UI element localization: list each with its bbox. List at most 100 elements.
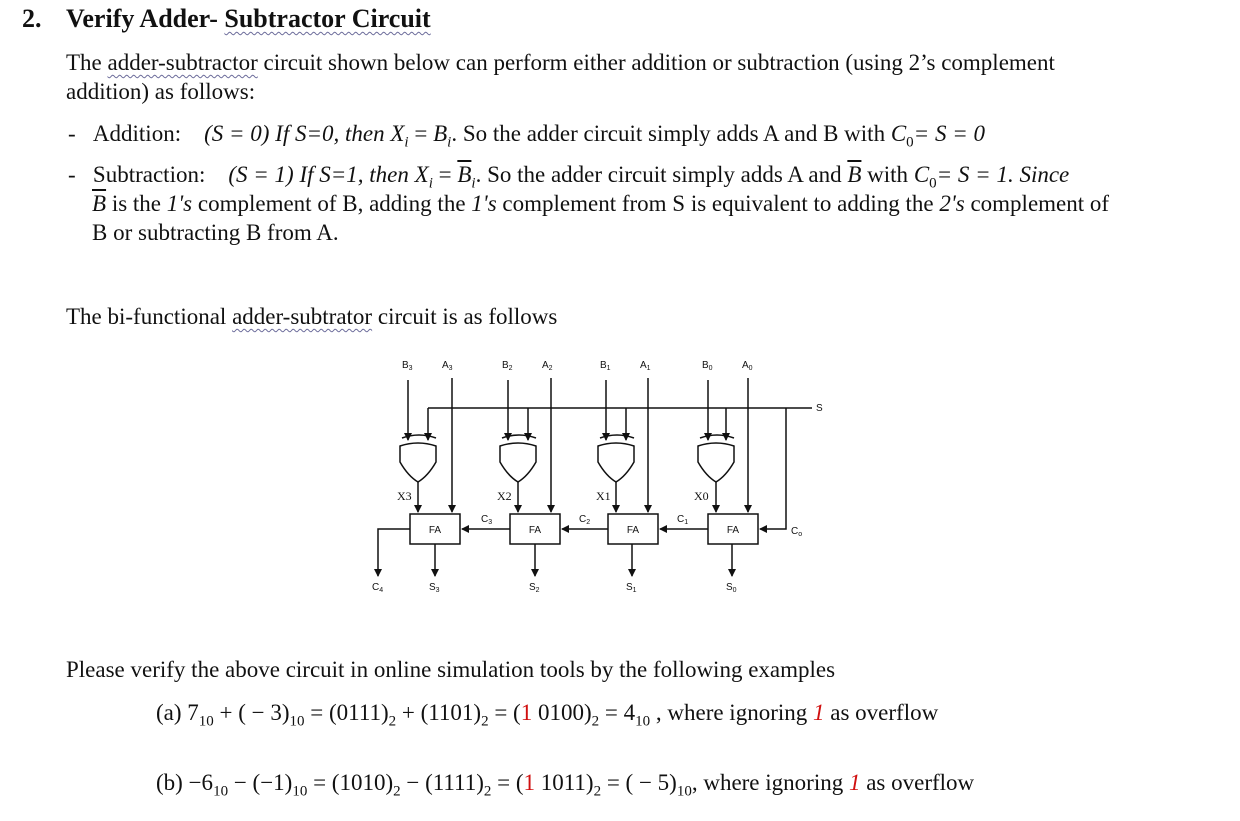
overflow-note-digit: 1 (848, 770, 861, 795)
bullet-label: Subtraction: (92, 162, 206, 187)
sub-i: i (428, 175, 433, 192)
s-control-label: S (816, 403, 823, 414)
var-b-bar: B (457, 162, 472, 187)
var-c: C (890, 121, 907, 146)
sum-s2: S2 (529, 582, 540, 594)
var-b: B (433, 121, 448, 146)
x0-label: X0 (694, 489, 709, 503)
math: 0100) (532, 700, 592, 725)
example-text: , where ignoring (655, 700, 814, 725)
sub-i: i (471, 175, 476, 192)
bullet-tail: = S = 0 (913, 121, 985, 146)
math: + ( − 3) (213, 700, 290, 725)
xor-back-curve (501, 434, 537, 439)
var-b-bar: B (847, 162, 862, 187)
base-sub: 2 (481, 713, 489, 730)
overflow-note-digit: 1 (813, 700, 825, 725)
bullet-text: . So the adder circuit simply adds A and (475, 162, 842, 187)
math: 1011) (535, 770, 594, 795)
xor-gate-1 (597, 442, 635, 483)
intro-text: The (66, 50, 108, 75)
sum-s0: S0 (726, 582, 737, 594)
bullet-text: complement of B, adding the (192, 191, 472, 216)
bullet-condition: (S = 1) If S=1, then (228, 162, 409, 187)
math: = ( (488, 700, 521, 725)
bullet-subtraction: - Subtraction: (S = 1) If S=1, then Xi =… (68, 160, 1109, 247)
math: − (−1) (228, 770, 293, 795)
input-b0: B0 (702, 360, 713, 372)
equals: = (408, 121, 434, 146)
example-a: (a) 710 + ( − 3)10 = (0111)2 + (1101)2 =… (156, 698, 939, 730)
xor-back-curve (401, 434, 437, 439)
base-sub: 2 (388, 713, 397, 730)
var-x: X (414, 162, 429, 187)
base-sub: 2 (591, 713, 600, 730)
input-a2: A2 (542, 360, 553, 372)
carry-c1: C1 (677, 514, 688, 526)
intro-line-2: addition) as follows: (66, 79, 256, 104)
ones-complement: 1's (471, 191, 497, 216)
fa-label: FA (529, 525, 542, 536)
ones-complement: 1's (166, 191, 193, 216)
example-text: as overflow (824, 700, 939, 725)
bullet-tail: = S = 1. Since (936, 162, 1070, 187)
carry-c4: C4 (372, 582, 383, 594)
base-sub: 10 (213, 783, 229, 800)
intro-underlined-term: adder-subtractor (107, 50, 258, 75)
xor-gate-3 (399, 442, 437, 483)
xor-gate-2 (499, 442, 537, 483)
circuit-intro-text: circuit is as follows (372, 304, 558, 329)
bullet-dash: - (68, 162, 76, 187)
math: = ( (491, 770, 524, 795)
bullet-text: complement of (964, 191, 1110, 216)
sum-s3: S3 (429, 582, 440, 594)
base-sub: 10 (635, 713, 651, 730)
c0-wire (759, 408, 787, 533)
math: 4 (623, 700, 636, 725)
equals: = (432, 162, 458, 187)
x3-label: X3 (397, 489, 412, 503)
math: 7 (187, 700, 199, 725)
full-adder-0 (707, 513, 759, 545)
carry-c3: C3 (481, 514, 492, 526)
example-text: as overflow (860, 770, 975, 795)
input-a3: A3 (442, 360, 453, 372)
example-b: (b) −610 − (−1)10 = (1010)2 − (1111)2 = … (156, 768, 975, 800)
section-title-a: Verify Adder- (66, 4, 225, 33)
bullet-text: . So the adder circuit simply adds A and… (451, 121, 886, 146)
base-sub: 10 (676, 783, 692, 800)
circuit-intro-text: The bi-functional (66, 304, 233, 329)
input-a0: A0 (742, 360, 753, 372)
base-sub: 10 (198, 713, 214, 730)
input-a1: A1 (640, 360, 651, 372)
bullet-text: with (867, 162, 909, 187)
bullet-text: is the (106, 191, 167, 216)
x2-label: X2 (497, 489, 512, 503)
bullet-addition: - Addition: (S = 0) If S=0, then Xi = Bi… (68, 119, 985, 150)
math: = (599, 700, 624, 725)
bullet-condition: (S = 0) If S=0, then (204, 121, 385, 146)
section-title-b: Subtractor Circuit (224, 4, 431, 33)
twos-complement: 2's (939, 191, 965, 216)
base-sub: 2 (593, 783, 602, 800)
verify-instruction: Please verify the above circuit in onlin… (66, 657, 836, 682)
bullet-text: complement from S is equivalent to addin… (496, 191, 940, 216)
bullet-label: Addition: (92, 121, 182, 146)
input-b3: B3 (402, 360, 413, 372)
example-tag: (a) (156, 700, 182, 725)
base-sub: 10 (289, 713, 305, 730)
intro-paragraph: The adder-subtractor circuit shown below… (66, 48, 1055, 106)
sum-s1: S1 (626, 582, 637, 594)
fa-label: FA (727, 525, 740, 536)
var-c: C (913, 162, 930, 187)
base-sub: 2 (483, 783, 492, 800)
var-b-bar: B (92, 191, 107, 216)
xor-gate-0 (697, 442, 735, 483)
var-x: X (390, 121, 405, 146)
section-heading: 2.Verify Adder- Subtractor Circuit (22, 4, 431, 34)
math: = (1010) (307, 770, 394, 795)
xor-back-curve (699, 434, 735, 439)
math: = ( − 5) (601, 770, 677, 795)
math: + (1101) (396, 700, 482, 725)
overflow-bit: 1 (523, 770, 536, 795)
